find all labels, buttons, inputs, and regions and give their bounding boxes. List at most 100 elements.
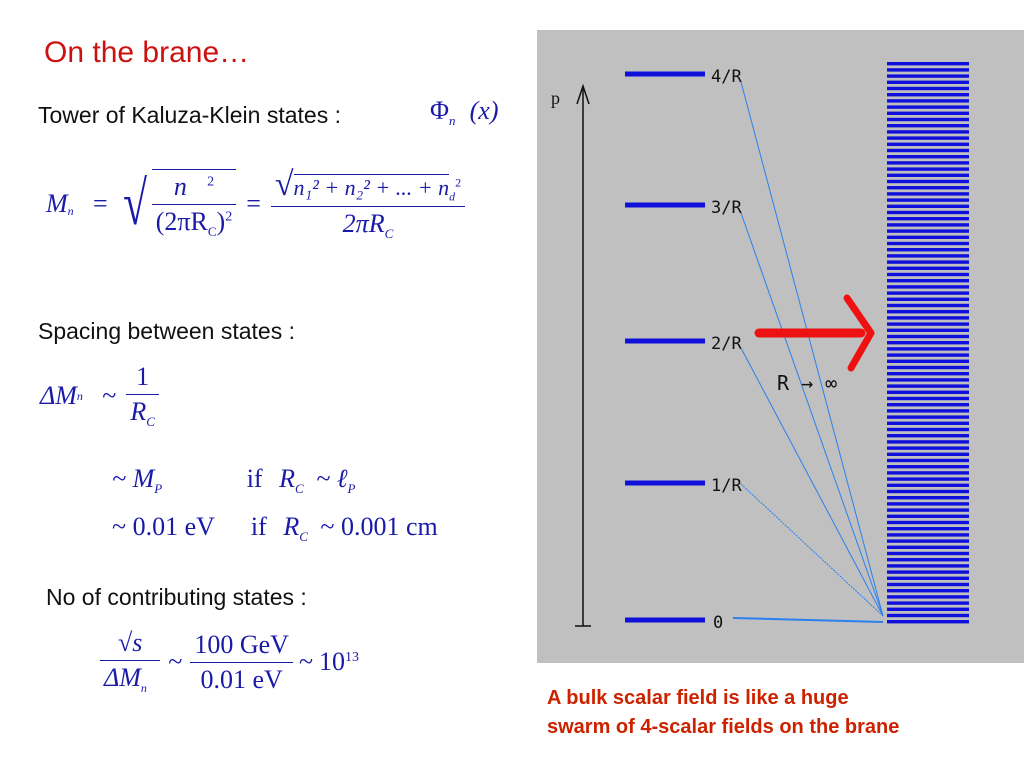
continuum-bar (887, 545, 969, 549)
continuum-bar (887, 241, 969, 246)
states-sim-2: ~ (298, 647, 314, 677)
continuum-bar (887, 148, 969, 153)
states-den-2: 0.01 eV (200, 664, 283, 694)
mass-den1-sub: C (207, 223, 217, 239)
continuum-bar (887, 328, 969, 332)
continuum-bar (887, 514, 969, 518)
mass-lhs-sub: n⃗ (67, 203, 84, 218)
continuum-bar (887, 86, 969, 91)
continuum-bar (887, 601, 969, 605)
line-from-1 (740, 483, 884, 617)
page-title: On the brane… (44, 36, 250, 69)
continuum-bar (887, 155, 969, 159)
continuum-bar (887, 589, 969, 593)
line3-if: if (250, 512, 267, 541)
spacing-sim: ~ (102, 381, 117, 411)
tower-label: Tower of Kaluza-Klein states : (38, 102, 341, 128)
continuum-bar (887, 167, 969, 171)
sqrt-sign-2: √ (274, 166, 294, 203)
level-3-label: 3/R (711, 198, 742, 218)
line3-cond: R (283, 512, 300, 541)
continuum-bar (887, 527, 969, 531)
continuum-bar (887, 322, 969, 326)
line2-cond-rhs: ~ ℓ (316, 464, 348, 493)
continuum-bar (887, 248, 969, 252)
states-result-sup: 13 (345, 650, 360, 665)
limit-label: R → ∞ (777, 371, 837, 395)
continuum-bar (887, 62, 969, 66)
caption-line-2: swarm of 4-scalar fields on the brane (547, 716, 900, 738)
line2-if: if (246, 464, 263, 493)
continuum-bar (887, 434, 969, 438)
spacing-den-sub: C (146, 414, 155, 430)
continuum-bar (887, 210, 969, 215)
continuum-bar (887, 235, 969, 239)
mass-den1-close: ) (216, 206, 226, 236)
tower-field-formula: Φn⃗(x) (430, 96, 499, 129)
continuum-bar (887, 266, 969, 270)
continuum-bar (887, 471, 969, 475)
line2-pre: ~ M (112, 464, 155, 493)
continuum-bar (887, 291, 969, 295)
continuum-bar (887, 179, 969, 184)
spacing-lhs: ΔM (40, 381, 77, 411)
arrow-head (843, 294, 875, 372)
continuum-bar (887, 607, 969, 611)
continuum-bar (887, 334, 969, 339)
continuum-bar (887, 440, 969, 444)
continuum-bar (887, 520, 969, 525)
mass-den2-sub: C (384, 226, 394, 242)
continuum-bar (887, 272, 969, 277)
continuum-bar (887, 198, 969, 202)
line2-cond: R (279, 464, 295, 493)
continuum-bar (887, 130, 969, 134)
continuum-bar (887, 279, 969, 283)
mass-den2: 2πR (342, 209, 385, 239)
spacing-den: R (130, 397, 147, 426)
spacing-num: 1 (126, 362, 159, 395)
level-0-label: 0 (713, 613, 723, 633)
continuum-bar (887, 458, 969, 463)
continuum-bar (887, 539, 969, 543)
continuum-bars (887, 62, 969, 624)
kk-tower-svg: p 4/R 3/R 2/R 1/R 0 R → ∞ (551, 62, 969, 633)
line2-cond-rhs-sub: P (347, 481, 356, 497)
continuum-bar (887, 341, 969, 345)
continuum-bar (887, 502, 969, 506)
axis-label: p (551, 88, 560, 108)
continuum-bar (887, 396, 969, 401)
continuum-bar (887, 613, 969, 618)
continuum-bar (887, 558, 969, 562)
caption: A bulk scalar field is like a huge swarm… (547, 684, 899, 742)
continuum-bar (887, 316, 969, 320)
continuum-bar (887, 217, 969, 221)
continuum-bar (887, 68, 969, 72)
kk-levels: 4/R 3/R 2/R 1/R 0 (625, 67, 742, 633)
states-sim-1: ~ (168, 647, 183, 677)
continuum-bar (887, 161, 969, 165)
mass-num2: n₁² + n₂² + ... + n (293, 174, 450, 200)
states-den: ΔM (104, 663, 141, 692)
line-from-4 (740, 81, 884, 617)
continuum-bar (887, 142, 969, 146)
sqrt-sign-1: √ (122, 170, 147, 239)
continuum-bar (887, 353, 969, 357)
mass-equals-2: = (246, 189, 261, 219)
states-den-sub: n⃗ (140, 681, 157, 696)
states-fraction-2: 100 GeV 0.01 eV (190, 630, 293, 695)
continuum-bar (887, 372, 969, 376)
continuum-bar (887, 303, 969, 308)
continuum-bar (887, 173, 969, 177)
continuum-bar (887, 359, 969, 363)
mass-fraction-2: √n₁² + n₂² + ... + nd2 2πRC (270, 166, 466, 243)
limit-arrow (754, 294, 875, 372)
level-1-label: 1/R (711, 476, 742, 496)
line-from-3 (740, 212, 884, 617)
continuum-bar (887, 452, 969, 456)
continuum-bar (887, 254, 969, 258)
continuum-bar (887, 99, 969, 103)
continuum-bar (887, 477, 969, 481)
continuum-bar (887, 582, 969, 587)
